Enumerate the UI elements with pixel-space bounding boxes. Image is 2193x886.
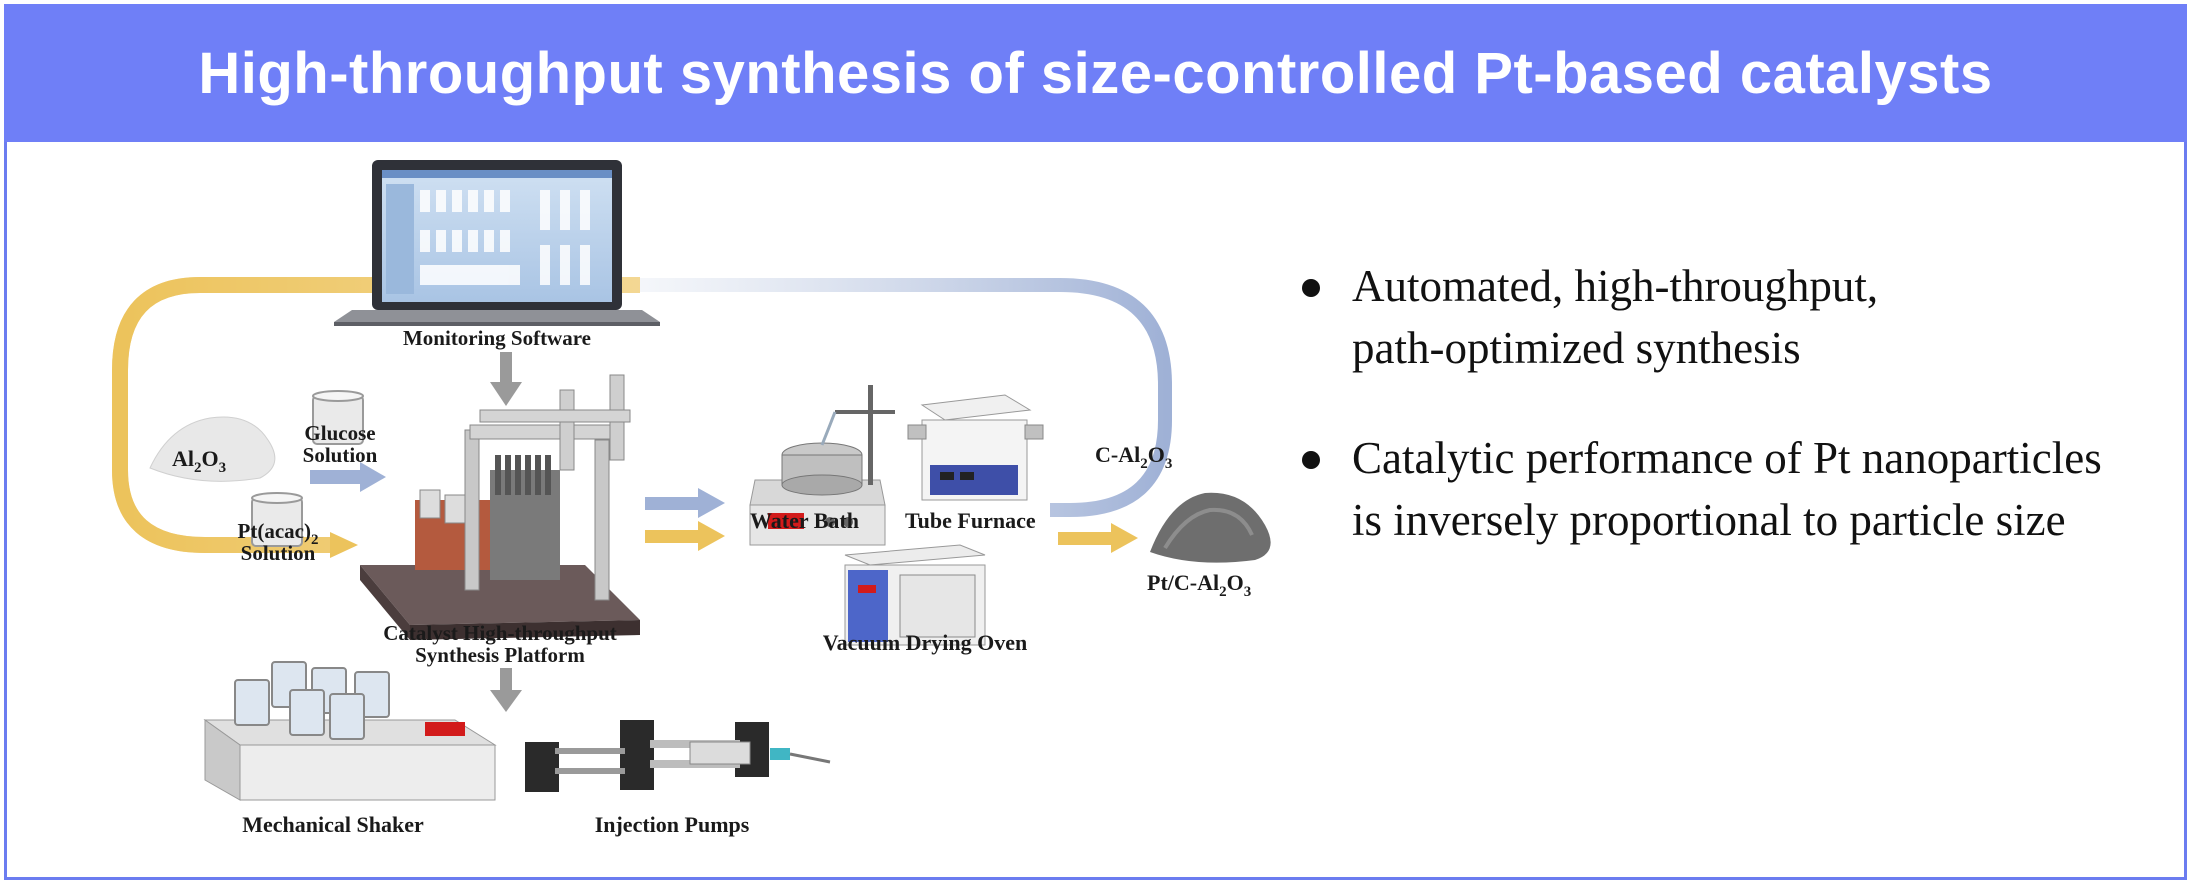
pump-icon [525,720,831,792]
beaker-icon [251,492,303,547]
bullet-line: Catalytic performance of Pt nanoparticle… [1352,433,2102,483]
arrow-platform-to-waterbath-yellow [645,521,725,551]
al2o3-label: Al2O3 [172,446,226,476]
bullet-item: Catalytic performance of Pt nanoparticle… [1300,427,2180,551]
arrow-platform-to-devices [490,668,522,712]
yellow-loop-arrow [112,277,640,558]
ptacac-label-line2: Solution [241,541,316,565]
glucose-label-line2: Solution [303,443,378,467]
bullet-item: Automated, high-throughput, path-optimiz… [1300,255,2180,379]
arrow-glucose-to-platform [310,462,386,492]
platform-label-line2: Synthesis Platform [415,643,585,667]
injection-pumps-label: Injection Pumps [595,812,750,837]
laptop-icon [334,160,660,326]
beaker-icon [312,390,364,445]
bullet-dot [1302,279,1320,297]
catalyst-powder-icon [1150,492,1271,563]
arrow-to-product [1058,523,1138,553]
glucose-label-line1: Glucose [304,421,375,445]
bullet-line: Automated, high-throughput, [1352,261,1879,311]
bullet-line: is inversely proportional to particle si… [1352,495,2066,545]
bullet-list: Automated, high-throughput, path-optimiz… [1300,255,2180,599]
platform-icon [360,374,640,640]
platform-label-line1: Catalyst High-throughput [383,621,617,645]
ptacac-label-line1: Pt(acac)2 [238,519,319,548]
blue-loop-arrow [640,278,1172,517]
mechanical-shaker-label: Mechanical Shaker [242,812,424,837]
pt-c-al2o3-label: Pt/C-Al2O3 [1147,570,1251,600]
arrow-laptop-to-platform [490,352,522,406]
water-bath-label: Water Bath [750,508,859,533]
vacuum-oven-label: Vacuum Drying Oven [823,630,1028,655]
powder-icon [149,416,276,482]
arrow-platform-to-waterbath-blue [645,488,725,518]
monitoring-software-label: Monitoring Software [403,326,591,350]
c-al2o3-label: C-Al2O3 [1095,442,1172,472]
bullet-dot [1302,451,1320,469]
figure-title: High-throughput synthesis of size-contro… [198,40,1993,106]
water-bath-icon [749,385,895,546]
shaker-icon [203,661,497,801]
tube-furnace-icon [907,394,1044,501]
tube-furnace-label: Tube Furnace [905,508,1036,533]
vacuum-oven-icon [844,544,986,646]
bullet-line: path-optimized synthesis [1352,323,1801,373]
title-banner: High-throughput synthesis of size-contro… [4,4,2187,142]
